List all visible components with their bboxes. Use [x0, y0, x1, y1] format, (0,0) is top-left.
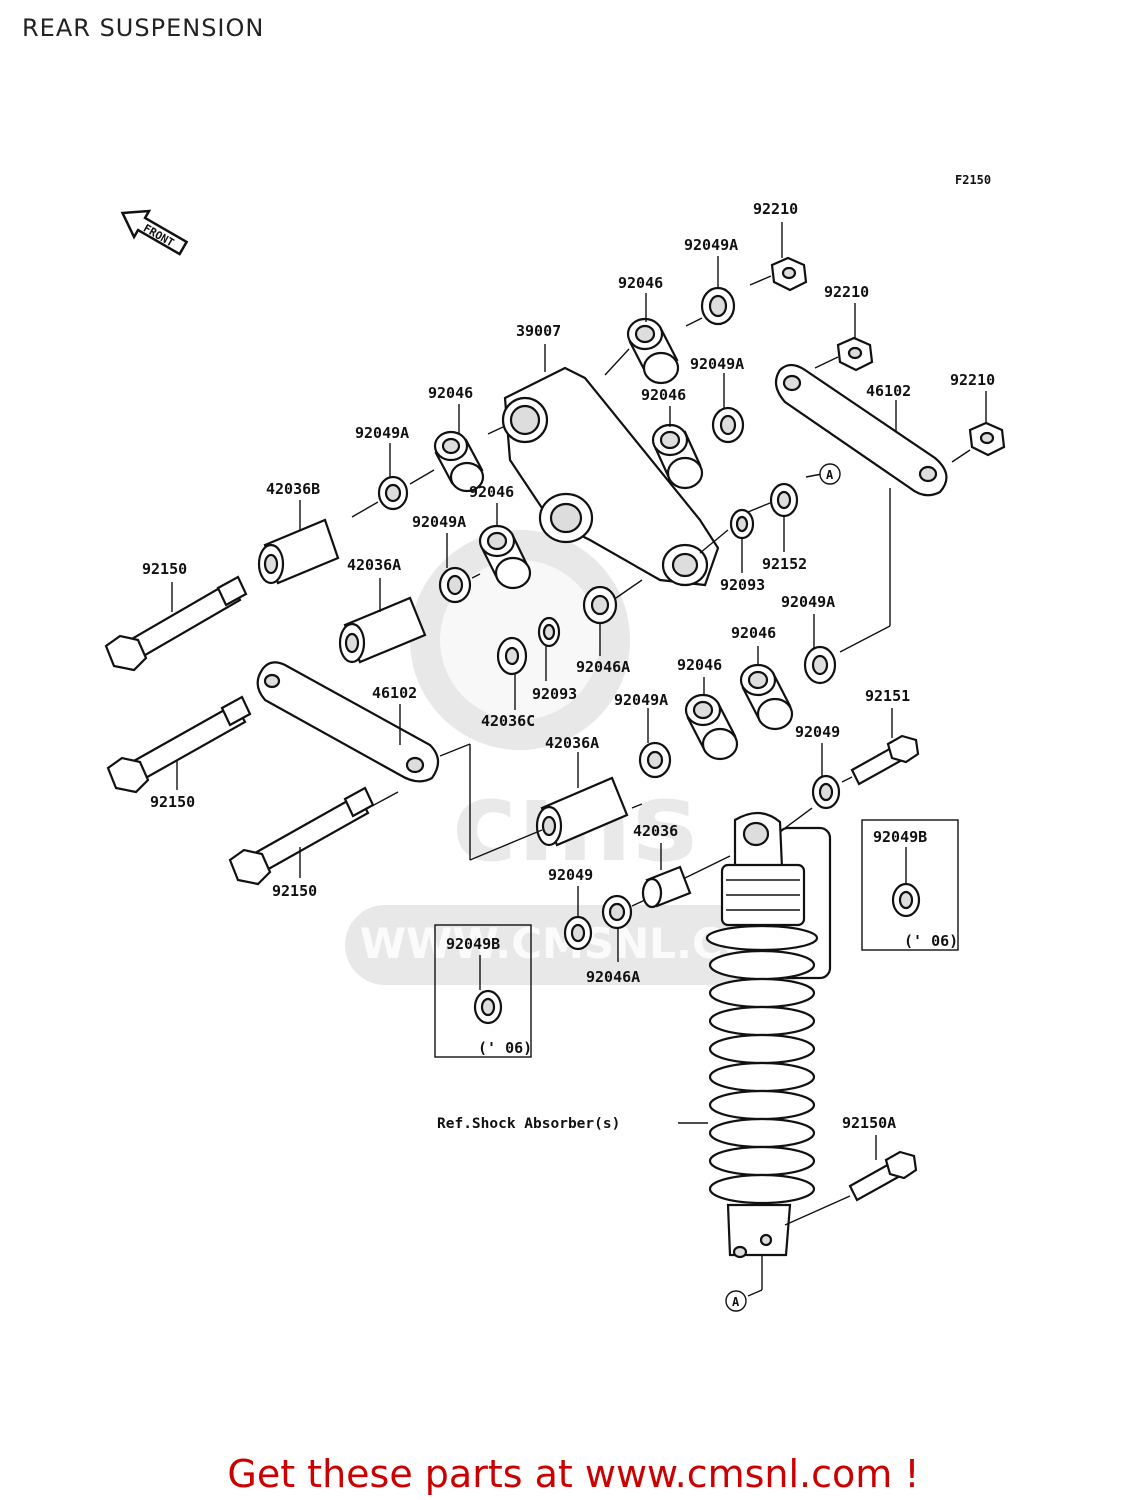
label-year-06: (' 06) — [478, 1039, 532, 1057]
footer-cta-link[interactable]: Get these parts at www.cmsnl.com ! — [227, 1452, 920, 1496]
seal-92049a-2-part — [711, 406, 745, 444]
variant-box-left: 92049B (' 06) — [434, 924, 532, 1058]
label-42036b: 42036B — [266, 480, 320, 498]
label-92049b: 92049B — [873, 828, 927, 846]
bolt-92151-part — [850, 734, 920, 786]
figure-code: F2150 — [955, 173, 991, 187]
label-92150: 92150 — [272, 882, 317, 900]
nut-92210-right-part — [968, 421, 1006, 457]
bolt-92150a-part — [848, 1150, 918, 1202]
seal-92049a-5-part — [803, 645, 837, 685]
label-92049a: 92049A — [690, 355, 744, 373]
label-92049b: 92049B — [446, 935, 500, 953]
shock-spring — [708, 949, 816, 1205]
label-92049a: 92049A — [412, 513, 466, 531]
label-42036c: 42036C — [481, 712, 535, 730]
label-92049a: 92049A — [614, 691, 668, 709]
tie-rod-plate-right-part — [774, 363, 948, 497]
label-92046: 92046 — [677, 656, 722, 674]
label-42036: 42036 — [633, 822, 678, 840]
label-92093: 92093 — [720, 576, 765, 594]
bearing-92046-3-part — [433, 430, 485, 493]
collar-42036a-2-part — [535, 776, 629, 847]
label-92046a: 92046A — [586, 968, 640, 986]
label-92093: 92093 — [532, 685, 577, 703]
page-title: REAR SUSPENSION — [22, 14, 265, 42]
label-42036a: 42036A — [347, 556, 401, 574]
label-92049: 92049 — [795, 723, 840, 741]
seal-92049a-6-part — [638, 741, 672, 779]
washer-92049-2-part — [563, 915, 593, 951]
label-92046: 92046 — [618, 274, 663, 292]
collar-42036a-1-part — [338, 596, 427, 664]
washer-92049b-2-part — [473, 989, 503, 1025]
label-46102: 46102 — [372, 684, 417, 702]
label-92049a: 92049A — [781, 593, 835, 611]
label-92152: 92152 — [762, 555, 807, 573]
label-92046: 92046 — [731, 624, 776, 642]
label-shock-absorber-ref: Ref.Shock Absorber(s) — [437, 1116, 620, 1132]
label-92046a: 92046A — [576, 658, 630, 676]
bolt-92150-2-part — [106, 695, 252, 794]
label-92210: 92210 — [753, 200, 798, 218]
seal-92049a-1-part — [700, 286, 736, 326]
label-92046: 92046 — [428, 384, 473, 402]
callout-a-bottom: A — [725, 1290, 747, 1312]
bearing-92046-2-part — [651, 423, 704, 490]
label-92046: 92046 — [641, 386, 686, 404]
washer-92049-1-part — [811, 774, 841, 810]
label-year-06: (' 06) — [904, 932, 958, 950]
bolt-92150-1-part — [104, 575, 248, 672]
variant-box-right: 92049B (' 06) — [861, 819, 959, 951]
bearing-92046a-1-part — [582, 585, 618, 625]
washer-92093-2-part — [729, 508, 755, 540]
label-92210: 92210 — [950, 371, 995, 389]
label-92150: 92150 — [142, 560, 187, 578]
collar-42036c-part — [496, 636, 528, 676]
label-39007: 39007 — [516, 322, 561, 340]
washer-92093-1-part — [537, 616, 561, 648]
bolt-92150-3-part — [228, 786, 375, 886]
callout-a-top: A — [819, 463, 841, 485]
seal-92049a-4-part — [438, 566, 472, 604]
label-92151: 92151 — [865, 687, 910, 705]
leader-lines — [171, 222, 987, 1297]
label-42036a: 42036A — [545, 734, 599, 752]
nut-92210-top-part — [770, 256, 808, 292]
tie-rod-plate-left-part — [256, 661, 440, 783]
washer-92049b-1-part — [891, 882, 921, 918]
part-number-labels: 92210 92049A 92046 92210 39007 92049A 92… — [142, 200, 995, 1132]
rocker-arm-part — [501, 366, 720, 587]
seal-92049a-3-part — [377, 475, 409, 511]
label-92049a: 92049A — [355, 424, 409, 442]
nut-92210-mid-part — [836, 336, 874, 372]
bearing-92046-5-part — [739, 663, 794, 731]
bearing-92046-1-part — [626, 317, 680, 385]
label-46102: 46102 — [866, 382, 911, 400]
washer-92152-part — [769, 482, 799, 518]
callout-a-text: A — [732, 1295, 740, 1309]
callout-a-text: A — [826, 468, 834, 482]
exploded-parts-diagram: WWW.CMSNL.COM cms FRONT F2150 — [104, 173, 1006, 1312]
label-92150: 92150 — [150, 793, 195, 811]
collar-42036-part — [641, 865, 692, 909]
label-92049: 92049 — [548, 866, 593, 884]
front-arrow-icon: FRONT — [120, 209, 189, 256]
label-92210: 92210 — [824, 283, 869, 301]
label-92150a: 92150A — [842, 1114, 896, 1132]
label-92049a: 92049A — [684, 236, 738, 254]
bearing-92046-6-part — [684, 693, 739, 761]
label-92046: 92046 — [469, 483, 514, 501]
shock-absorber-part — [705, 811, 832, 1259]
collar-42036b-part — [257, 518, 340, 585]
bearing-92046a-2-part — [601, 894, 633, 930]
bearing-92046-4-part — [478, 524, 532, 590]
